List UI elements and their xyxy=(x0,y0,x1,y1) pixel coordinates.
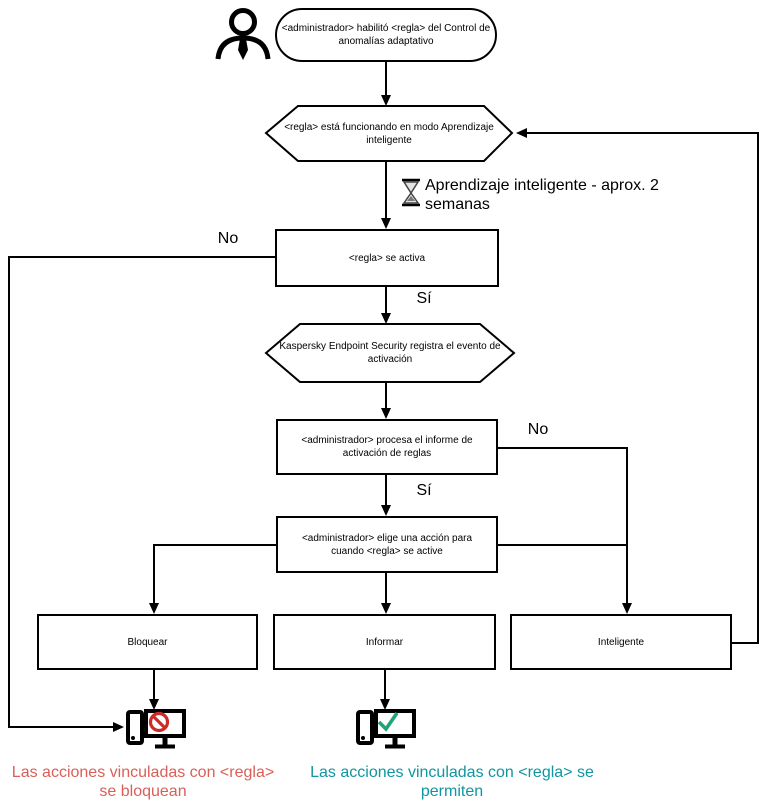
event-log-text: Kaspersky Endpoint Security registra el … xyxy=(279,341,501,365)
arrowhead-no-feedback xyxy=(113,722,124,732)
prohibition-icon xyxy=(148,711,170,733)
blocked-computer-icon xyxy=(126,709,186,749)
edge-label-no-right: No xyxy=(527,421,549,438)
arrowhead-loop-into-learning xyxy=(516,128,527,138)
action-smart-text: Inteligente xyxy=(597,636,645,648)
arrowhead-into-choose xyxy=(381,505,391,516)
arrowhead-into-inform xyxy=(381,603,391,614)
edge-label-no-left: No xyxy=(217,230,239,247)
arrowhead-into-blocked-computer xyxy=(149,699,159,710)
node-start-label: <administrador> habilitó <regla> del Con… xyxy=(281,23,491,47)
arrowhead-into-allowed-computer xyxy=(380,699,390,710)
action-inform-text: Informar xyxy=(365,636,404,648)
node-event-log-label: Kaspersky Endpoint Security registra el … xyxy=(268,324,512,382)
person-icon xyxy=(215,8,271,60)
action-block-text: Bloquear xyxy=(127,636,168,648)
arrowhead-into-triggers xyxy=(381,218,391,229)
learning-note: Aprendizaje inteligente - aprox. 2 seman… xyxy=(425,177,659,213)
learning-mode-text: <regla> está funcionando en modo Aprendi… xyxy=(284,121,494,146)
check-icon xyxy=(377,711,399,732)
node-choose-action: <administrador> elige una acción para cu… xyxy=(276,516,498,573)
arrowhead-into-block xyxy=(149,603,159,614)
edge-report-no-to-smart xyxy=(498,447,628,604)
arrowhead-into-smart xyxy=(622,603,632,614)
node-start: <administrador> habilitó <regla> del Con… xyxy=(275,8,497,62)
outcome-allowed-text: Las acciones vinculadas con <regla> se p… xyxy=(310,764,594,800)
edge-label-yes-bottom: Sí xyxy=(416,482,432,499)
choose-action-text: <administrador> elige una acción para cu… xyxy=(301,532,473,557)
node-action-block: Bloquear xyxy=(37,614,258,670)
node-action-inform: Informar xyxy=(273,614,496,670)
hourglass-icon xyxy=(402,178,420,207)
arrowhead-into-learning xyxy=(381,95,391,106)
outcome-blocked-text: Las acciones vinculadas con <regla> se b… xyxy=(11,764,275,800)
arrowhead-into-report xyxy=(381,408,391,419)
allowed-computer-icon xyxy=(356,709,416,749)
node-learning-mode-label: <regla> está funcionando en modo Aprendi… xyxy=(272,106,506,161)
edge-label-yes-top: Sí xyxy=(416,290,432,307)
node-rule-triggers: <regla> se activa xyxy=(275,229,499,287)
node-process-report: <administrador> procesa el informe de ac… xyxy=(276,419,498,475)
edge-choose-to-block xyxy=(153,544,276,604)
process-report-text: <administrador> procesa el informe de ac… xyxy=(301,435,473,459)
rule-triggers-text: <regla> se activa xyxy=(348,252,426,264)
node-action-smart: Inteligente xyxy=(510,614,732,670)
arrowhead-into-event xyxy=(381,313,391,324)
